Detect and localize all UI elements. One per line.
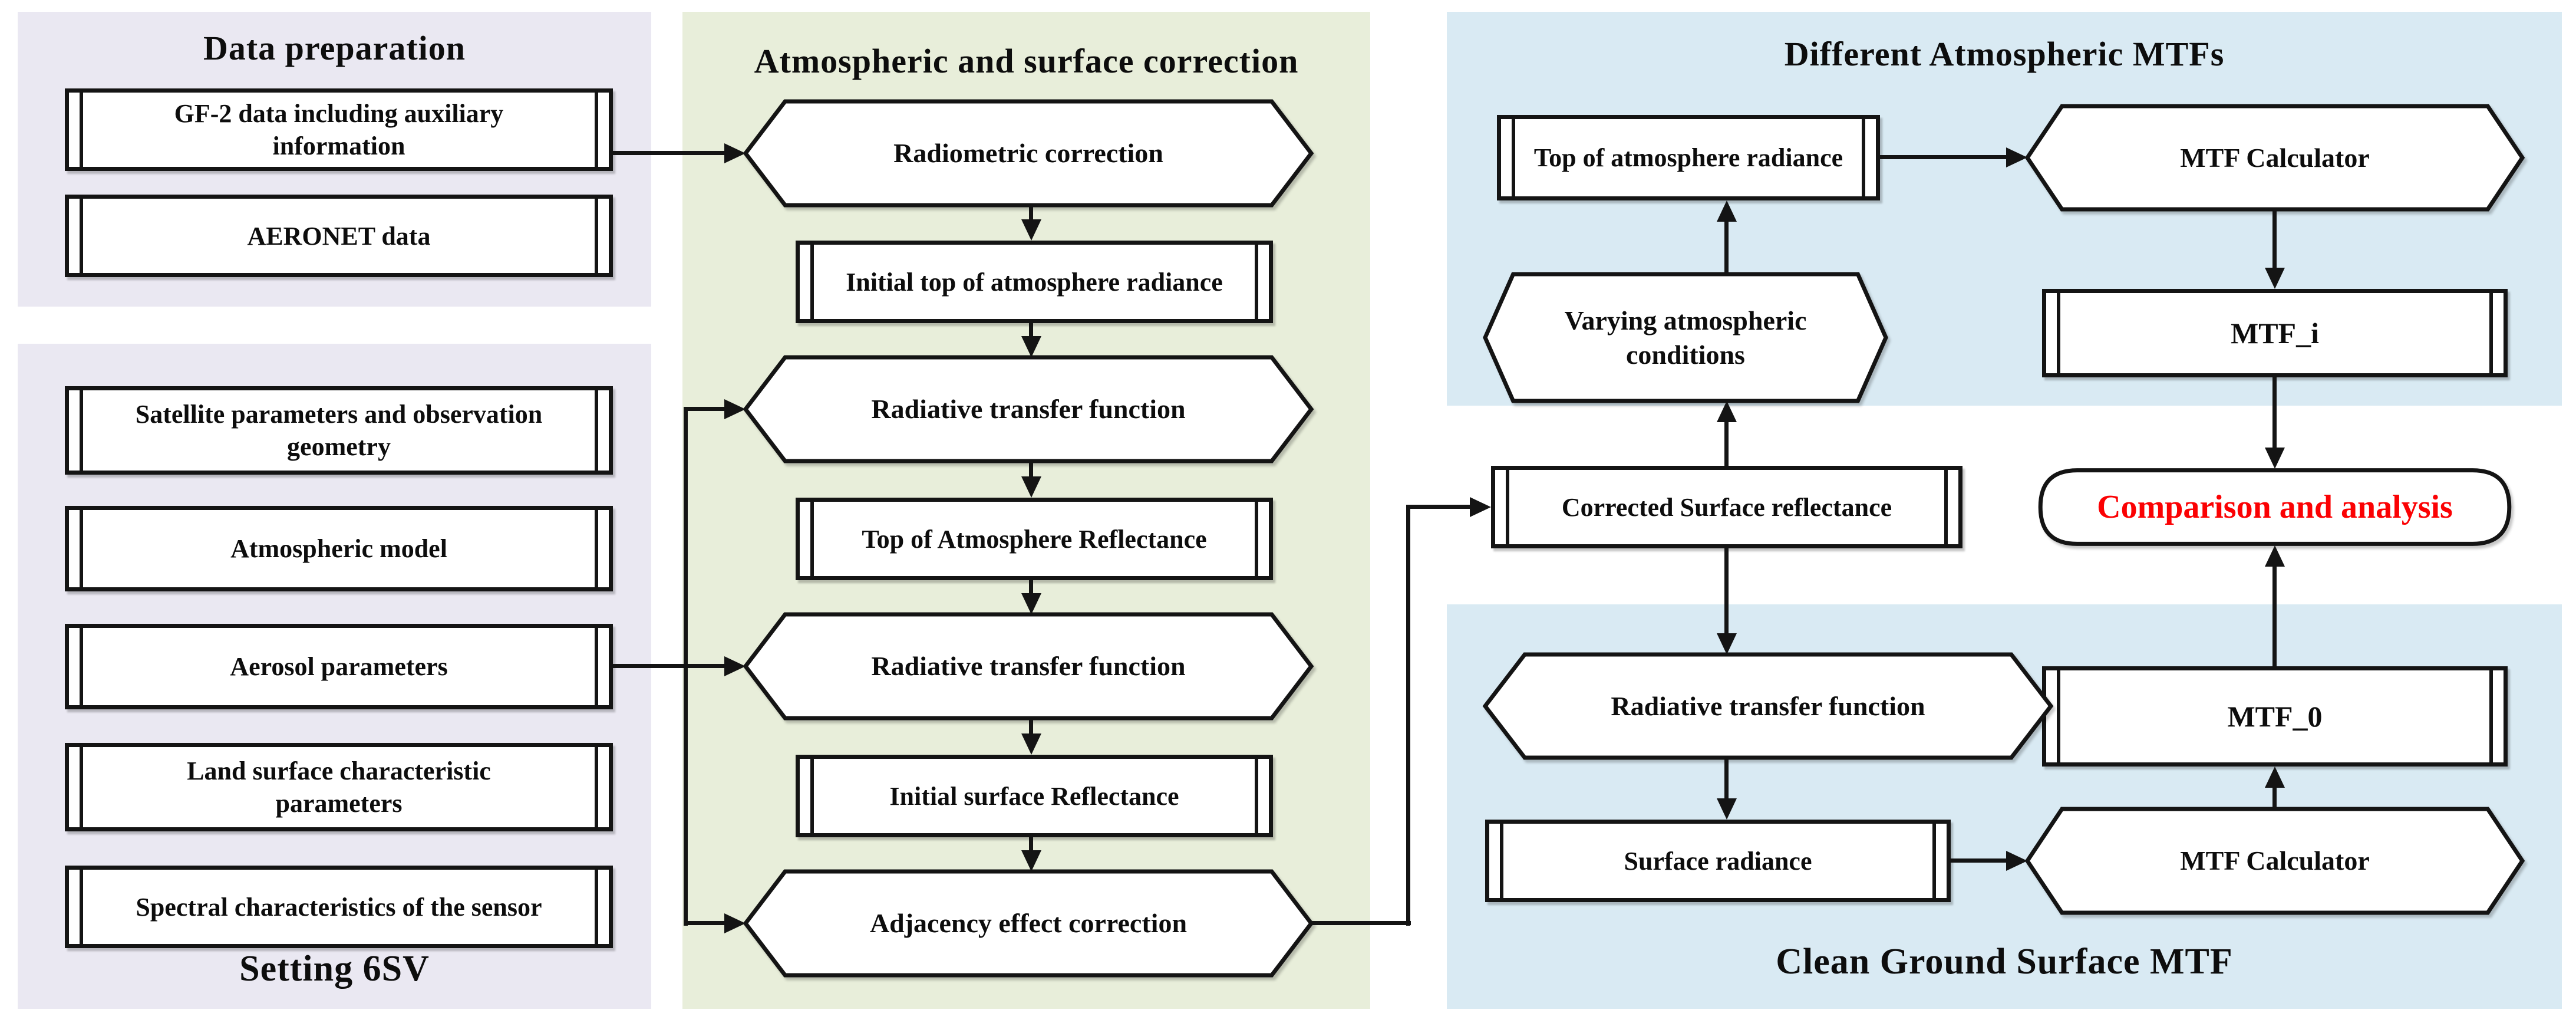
arrowhead-trunk-to-adjacency: [724, 913, 746, 933]
node-varying-conditions: Varying atmospheric conditions: [1485, 274, 1886, 401]
connector-adjacency-elbow-bottom: [1311, 921, 1411, 925]
arrowhead-mtfcalc2-to-mtf0: [2265, 767, 2285, 788]
node-initial-surface-reflectance: Initial surface Reflectance: [796, 755, 1273, 837]
node-initial-surface-reflectance-label: Initial surface Reflectance: [889, 781, 1179, 811]
node-radiative-transfer-3: Radiative transfer function: [1485, 654, 2051, 758]
title-clean-ground-surface-mtf: Clean Ground Surface MTF: [1776, 942, 2233, 982]
connector-initial-surface-to-adjacency: [1029, 837, 1033, 851]
node-aerosol-parameters-label: Aerosol parameters: [230, 652, 448, 681]
arrowhead-radiometric-to-initial-toa: [1021, 219, 1041, 241]
title-atmospheric-surface-correction: Atmospheric and surface correction: [754, 42, 1299, 80]
arrowhead-gf2-to-radiometric: [724, 143, 746, 163]
arrowhead-mtf0-to-comparison: [2265, 545, 2285, 567]
connector-corrected-to-varying: [1724, 421, 1729, 466]
arrowhead-varying-to-toa-radiance: [1717, 200, 1737, 222]
arrowhead-mtfi-to-comparison: [2265, 448, 2285, 469]
connector-trunk-to-rtf1: [685, 407, 724, 411]
node-radiative-transfer-1: Radiative transfer function: [746, 357, 1311, 461]
connector-surface-to-mtfcalc2: [1951, 858, 2007, 863]
node-adjacency-correction-label: Adjacency effect correction: [869, 908, 1188, 939]
title-different-atmospheric-mtfs: Different Atmospheric MTFs: [1784, 35, 2225, 73]
node-radiometric-correction: Radiometric correction: [746, 101, 1311, 205]
node-mtf-calculator-top: MTF Calculator: [2027, 106, 2522, 209]
node-toa-radiance: Top of atmosphere radiance: [1497, 115, 1880, 200]
node-corrected-reflectance-label: Corrected Surface reflectance: [1561, 492, 1892, 522]
connector-mtfcalc2-to-mtf0: [2272, 787, 2277, 809]
arrowhead-elbow-to-corrected: [1470, 497, 1491, 517]
node-spectral-characteristics-label: Spectral characteristics of the sensor: [136, 892, 542, 922]
node-satellite-parameters: Satellite parameters and observation geo…: [65, 386, 613, 475]
title-setting-6sv: Setting 6SV: [239, 949, 430, 989]
node-toa-radiance-label: Top of atmosphere radiance: [1533, 143, 1843, 172]
node-comparison-analysis: Comparison and analysis: [2045, 469, 2505, 545]
node-mtf-calculator-bottom: MTF Calculator: [2027, 809, 2522, 913]
node-adjacency-correction: Adjacency effect correction: [746, 871, 1311, 975]
node-spectral-characteristics: Spectral characteristics of the sensor: [65, 866, 613, 948]
arrowhead-mtfcalc-to-mtfi: [2265, 268, 2285, 289]
node-aerosol-parameters: Aerosol parameters: [65, 624, 613, 709]
arrowhead-rtf2-to-initial-surface: [1021, 733, 1041, 755]
connector-varying-to-toa-radiance: [1724, 221, 1729, 274]
node-comparison-analysis-label: Comparison and analysis: [2097, 489, 2453, 525]
node-aeronet-data-label: AERONET data: [247, 221, 431, 251]
connector-initial-toa-to-rtf1: [1029, 323, 1033, 337]
arrowhead-surface-to-mtfcalc2: [2006, 851, 2027, 871]
node-surface-radiance: Surface radiance: [1485, 820, 1951, 902]
connector-rtf1-to-toa-reflectance: [1029, 461, 1033, 478]
arrowhead-toa-radiance-to-mtfcalc: [2006, 147, 2027, 167]
connector-elbow-to-corrected: [1407, 505, 1470, 509]
node-toa-reflectance: Top of Atmosphere Reflectance: [796, 498, 1273, 580]
node-aeronet-data: AERONET data: [65, 195, 613, 277]
node-radiometric-correction-label: Radiometric correction: [893, 138, 1163, 169]
connector-mtf0-to-comparison: [2272, 565, 2277, 666]
node-mtf-0: MTF_0: [2042, 666, 2508, 767]
node-atmospheric-model-label: Atmospheric model: [230, 534, 447, 563]
title-data-preparation: Data preparation: [203, 29, 466, 67]
node-mtf-i: MTF_i: [2042, 289, 2508, 377]
node-land-surface-parameters: Land surface characteristic parameters: [65, 743, 613, 831]
node-land-surface-parameters-label: Land surface characteristic parameters: [187, 756, 491, 818]
connector-rtf3-to-surface: [1724, 758, 1729, 800]
node-surface-radiance-label: Surface radiance: [1624, 846, 1812, 876]
connector-mtfi-to-comparison: [2272, 377, 2277, 449]
connector-adjacency-elbow-vertical: [1406, 505, 1410, 926]
arrowhead-corrected-to-varying: [1717, 401, 1737, 422]
connector-mtfcalc-to-mtfi: [2272, 209, 2277, 269]
node-radiative-transfer-2-label: Radiative transfer function: [871, 651, 1186, 682]
node-gf2-data-label: GF-2 data including auxiliary informatio…: [174, 99, 504, 160]
connector-aerosol-to-rtf2: [613, 664, 726, 668]
node-atmospheric-model: Atmospheric model: [65, 506, 613, 591]
connector-toa-reflectance-to-rtf2: [1029, 580, 1033, 594]
arrowhead-rtf3-to-surface: [1717, 798, 1737, 820]
connector-rtf2-to-initial-surface: [1029, 718, 1033, 735]
connector-trunk-to-adjacency: [685, 921, 724, 925]
connector-radiometric-to-initial-toa: [1029, 205, 1033, 221]
arrowhead-rtf1-to-toa-reflectance: [1021, 476, 1041, 498]
node-initial-toa-radiance-label: Initial top of atmosphere radiance: [846, 267, 1223, 297]
arrowhead-initial-toa-to-rtf1: [1021, 336, 1041, 357]
node-mtf-calculator-bottom-label: MTF Calculator: [2180, 846, 2370, 876]
arrowhead-trunk-to-rtf1: [724, 399, 746, 419]
node-gf2-data: GF-2 data including auxiliary informatio…: [65, 88, 613, 171]
connector-trunk-vertical: [684, 407, 688, 926]
connector-gf2-to-radiometric: [613, 151, 726, 155]
node-corrected-reflectance: Corrected Surface reflectance: [1491, 466, 1962, 548]
node-mtf-0-label: MTF_0: [2227, 699, 2323, 733]
arrowhead-initial-surface-to-adjacency: [1021, 850, 1041, 871]
node-radiative-transfer-3-label: Radiative transfer function: [1611, 690, 1925, 721]
node-mtf-i-label: MTF_i: [2231, 316, 2319, 350]
node-varying-conditions-label: Varying atmospheric conditions: [1564, 305, 1807, 370]
node-initial-toa-radiance: Initial top of atmosphere radiance: [796, 241, 1273, 323]
arrowhead-corrected-to-rtf3: [1717, 633, 1737, 654]
connector-corrected-to-rtf3: [1724, 548, 1729, 634]
node-radiative-transfer-1-label: Radiative transfer function: [871, 394, 1186, 425]
node-toa-reflectance-label: Top of Atmosphere Reflectance: [862, 524, 1207, 554]
connector-toa-radiance-to-mtfcalc: [1880, 155, 2007, 159]
arrowhead-aerosol-to-rtf2: [724, 656, 746, 676]
node-mtf-calculator-top-label: MTF Calculator: [2180, 142, 2370, 173]
node-radiative-transfer-2: Radiative transfer function: [746, 614, 1311, 718]
arrowhead-toa-reflectance-to-rtf2: [1021, 593, 1041, 614]
node-satellite-parameters-label: Satellite parameters and observation geo…: [135, 400, 543, 461]
